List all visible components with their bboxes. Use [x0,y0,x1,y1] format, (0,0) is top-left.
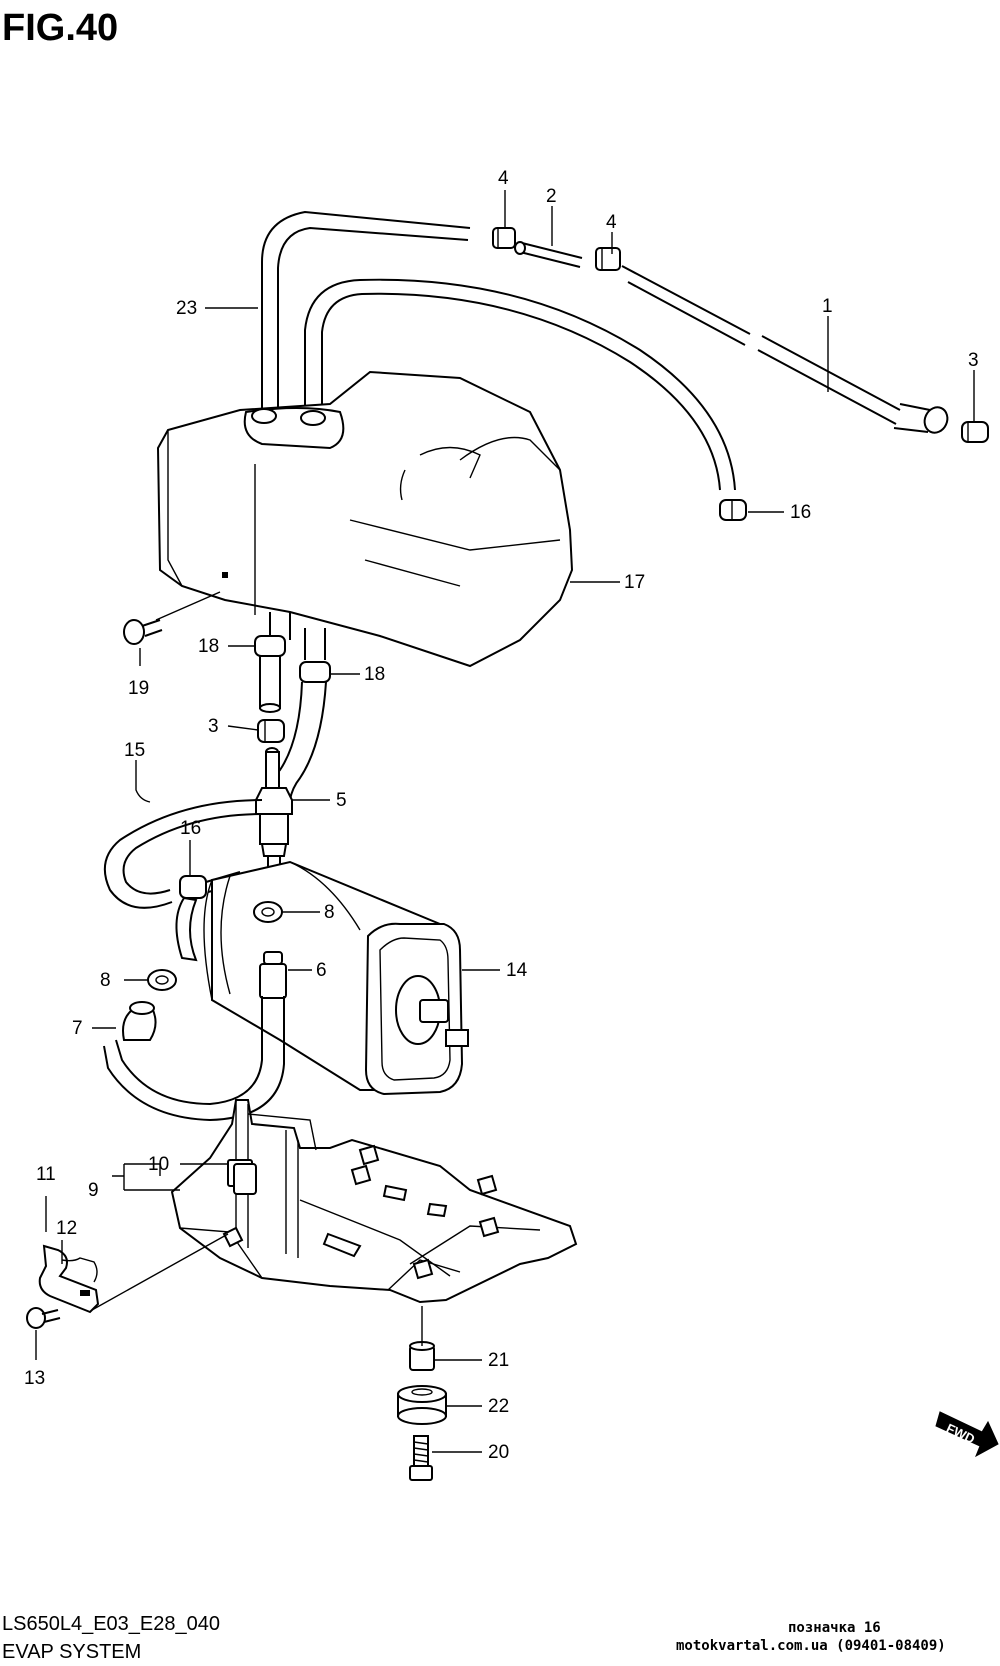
watermark-line-2: motokvartal.com.ua (09401-08409) [676,1638,946,1654]
hose-to-clamp-16 [304,278,736,491]
clamp-8-lower [147,969,177,991]
callout-3-middle: 3 [208,716,219,737]
callout-21: 21 [488,1350,509,1371]
valve-5 [255,747,293,869]
watermark-line-1: позначка 16 [788,1620,881,1636]
callout-18-right: 18 [364,664,385,685]
bushing-21 [409,1341,435,1371]
joint-18-left [254,635,286,713]
hose-23 [261,210,471,412]
callout-17: 17 [624,572,645,593]
clamp-4-lower [595,247,621,271]
callout-20: 20 [488,1442,509,1463]
clamp-16-right [719,499,747,521]
pipe-2 [514,241,583,268]
hose-7 [103,996,285,1122]
callout-9: 9 [88,1180,99,1201]
fitting-6 [259,951,287,999]
callout-11: 11 [36,1164,56,1185]
section-name: EVAP SYSTEM [2,1641,141,1663]
callout-labels: 4 2 4 1 3 23 16 17 19 18 18 3 15 5 16 8 … [24,168,979,1463]
callout-14: 14 [506,960,528,981]
clip-10 [233,1163,257,1195]
fwd-arrow-icon: FWD [935,1411,999,1458]
callout-22: 22 [488,1396,509,1417]
clamp-3-middle [257,719,285,743]
callout-5: 5 [336,790,347,811]
callout-8-lower: 8 [100,970,111,991]
fwd-label: FWD [944,1421,977,1447]
callout-4-upper: 4 [498,168,509,189]
callout-12: 12 [56,1218,77,1239]
leader-lines [35,190,975,1453]
callout-8-upper: 8 [324,902,335,923]
callout-16-right: 16 [790,502,811,523]
callout-1: 1 [822,296,833,317]
bolt-20 [409,1435,433,1481]
callout-19: 19 [128,678,149,699]
callout-3-right: 3 [968,350,979,371]
callout-18-left: 18 [198,636,219,657]
grommet-22 [397,1385,447,1425]
callout-2: 2 [546,186,557,207]
callout-10: 10 [148,1154,169,1175]
callout-23: 23 [176,298,197,319]
bracket-9 [170,1099,578,1304]
model-code: LS650L4_E03_E28_040 [2,1613,220,1635]
callout-4-lower: 4 [606,212,617,233]
clamp-8-upper [253,901,283,923]
callout-13: 13 [24,1368,45,1389]
callout-16-left: 16 [180,818,201,839]
band-11-clamp-12 [38,1244,100,1314]
figure-title: FIG.40 [2,7,118,49]
hose-1 [621,265,949,434]
clamp-3-right [961,421,989,443]
tank-cover-17 [156,370,574,668]
clamp-4-upper [492,227,516,249]
screw-19 [123,619,163,645]
screw-13 [26,1307,61,1329]
hose-15 [103,799,263,909]
callout-7: 7 [72,1018,83,1039]
callout-6: 6 [316,960,327,981]
callout-15: 15 [124,740,145,761]
